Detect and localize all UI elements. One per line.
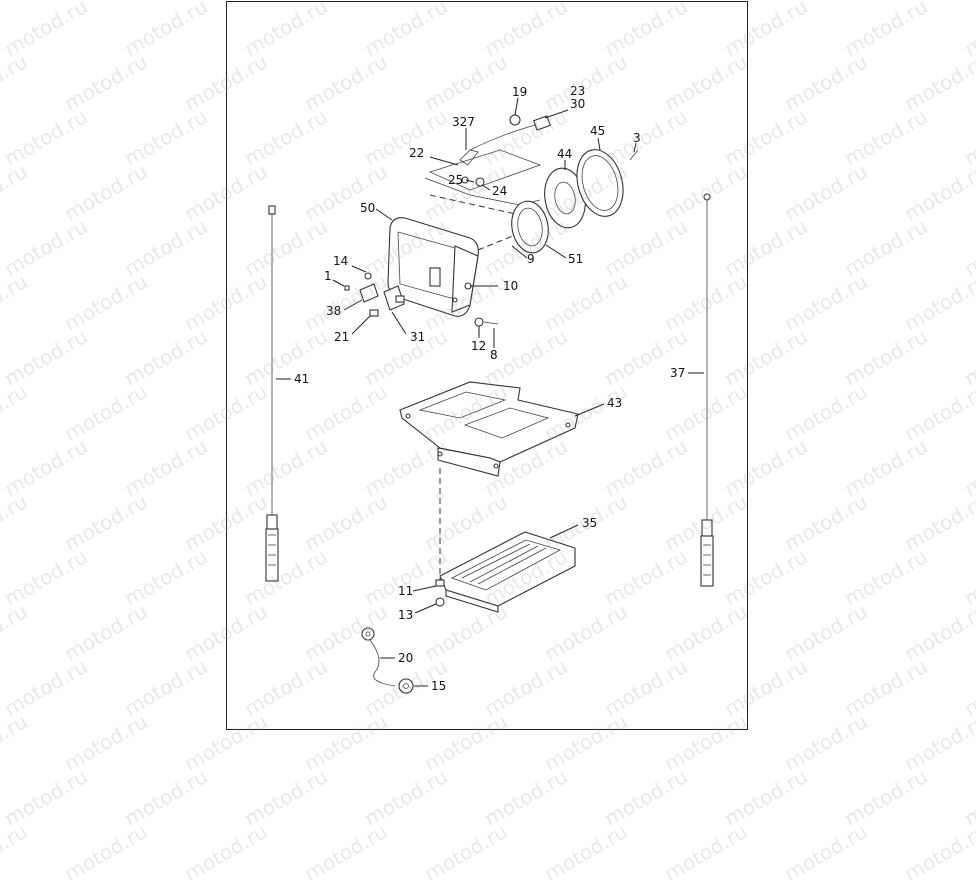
callout-9: 9	[527, 252, 535, 266]
watermark-text: motod.ru	[600, 764, 692, 831]
callout-20: 20	[398, 651, 413, 665]
callout-37: 37	[670, 366, 685, 380]
callout-30: 30	[570, 97, 585, 111]
watermark-text: motod.ru	[780, 819, 872, 886]
callout-41: 41	[294, 372, 309, 386]
watermark-text: motod.ru	[720, 764, 812, 831]
callout-14: 14	[333, 254, 348, 268]
exploded-parts-diagram: 19 23 30 327 45 3 44 22 25 24 50 9 51 14…	[265, 84, 714, 694]
callout-3: 3	[633, 131, 641, 145]
watermark-text: motod.ru	[0, 764, 92, 831]
antenna-right	[700, 193, 714, 587]
bracket-assembly	[424, 114, 551, 216]
callout-43: 43	[607, 396, 622, 410]
leader-lines	[332, 97, 637, 687]
callout-21: 21	[334, 330, 349, 344]
watermark-text: motod.ru	[180, 819, 272, 886]
watermark-text: motod.ru	[480, 764, 572, 831]
watermark-text: motod.ru	[0, 819, 32, 886]
callout-51: 51	[568, 252, 583, 266]
callout-50: 50	[360, 201, 375, 215]
watermark-text: motod.ru	[960, 764, 976, 831]
watermark-text: motod.ru	[660, 819, 752, 886]
callout-12: 12	[471, 339, 486, 353]
ground-cable	[361, 627, 414, 694]
callout-13: 13	[398, 608, 413, 622]
callout-19: 19	[512, 85, 527, 99]
callout-11: 11	[398, 584, 413, 598]
watermark-text: motod.ru	[300, 819, 392, 886]
callout-8: 8	[490, 348, 498, 362]
callout-327: 327	[452, 115, 475, 129]
diagram-sheet-border	[226, 1, 748, 730]
antenna-left	[265, 205, 279, 582]
callout-23: 23	[570, 84, 585, 98]
small-hardware	[344, 272, 499, 327]
callout-45: 45	[590, 124, 605, 138]
watermark-text: motod.ru	[240, 764, 332, 831]
callout-24: 24	[492, 184, 507, 198]
watermark-text: motod.ru	[840, 764, 932, 831]
callout-35: 35	[582, 516, 597, 530]
watermark-text: motod.ru	[900, 819, 976, 886]
callout-31: 31	[410, 330, 425, 344]
watermark-text: motod.ru	[540, 819, 632, 886]
watermark-text: motod.ru	[120, 764, 212, 831]
callout-38: 38	[326, 304, 341, 318]
callout-15: 15	[431, 679, 446, 693]
speaker-components	[477, 149, 639, 254]
callout-10: 10	[503, 279, 518, 293]
watermark-text: motod.ru	[60, 819, 152, 886]
mounting-bracket	[399, 381, 579, 477]
callout-25: 25	[448, 173, 463, 187]
watermark-text: motod.ru	[360, 764, 452, 831]
callout-44: 44	[557, 147, 572, 161]
watermark-text: motod.ru	[420, 819, 512, 886]
callout-1: 1	[324, 269, 332, 283]
amplifier-unit	[435, 531, 576, 613]
callout-22: 22	[409, 146, 424, 160]
